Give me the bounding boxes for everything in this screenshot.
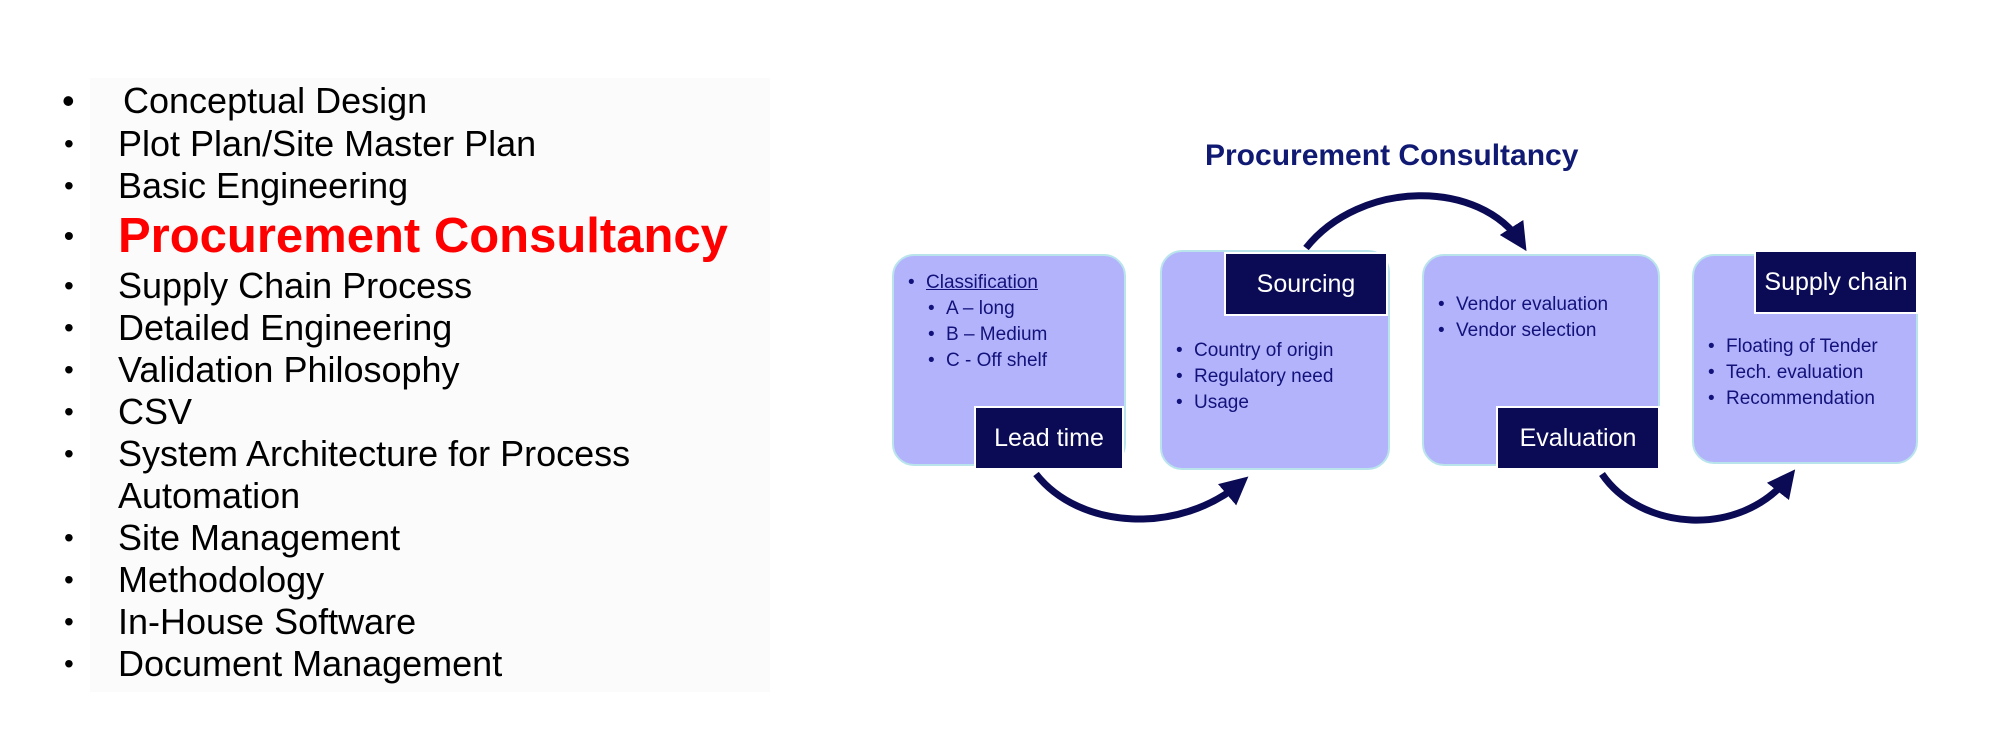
list-item: •Site Management — [64, 517, 401, 558]
list-item: Tech. evaluation — [1708, 360, 1878, 386]
bullet-icon: • — [64, 522, 74, 553]
bullet-icon: • — [64, 170, 74, 201]
list-item: •Supply Chain Process — [64, 265, 473, 306]
stage-items-sourcing: Country of origin Regulatory need Usage — [1176, 338, 1333, 416]
arrow-lead-to-sourcing — [1033, 471, 1249, 523]
list-item: Recommendation — [1708, 386, 1878, 412]
list-item: •Methodology — [64, 559, 325, 600]
list-item: Usage — [1176, 390, 1333, 416]
bullet-icon: • — [64, 312, 74, 343]
list-item: •Document Management — [64, 643, 503, 684]
list-item: •Plot Plan/Site Master Plan — [64, 123, 537, 164]
services-list: •Conceptual Design •Plot Plan/Site Maste… — [60, 80, 728, 685]
list-item: C - Off shelf — [928, 348, 1047, 374]
list-item: Regulatory need — [1176, 364, 1333, 390]
list-item: Classification — [908, 270, 1047, 296]
stage-tag-sourcing: Sourcing — [1224, 252, 1388, 316]
bullet-icon: • — [64, 128, 74, 159]
list-item: A – long — [928, 296, 1047, 322]
list-item: •Basic Engineering — [64, 165, 409, 206]
bullet-icon: • — [64, 220, 74, 251]
bullet-icon: • — [64, 648, 74, 679]
list-item: Floating of Tender — [1708, 334, 1878, 360]
bullet-icon: • — [64, 396, 74, 427]
list-item-highlighted: •Procurement Consultancy — [64, 209, 728, 263]
stage-tag-evaluation: Evaluation — [1496, 406, 1660, 470]
list-item: Vendor selection — [1438, 318, 1608, 344]
stage-tag-lead-time: Lead time — [974, 406, 1124, 470]
list-item: •Conceptual Design — [62, 80, 428, 121]
list-item: •In-House Software — [64, 601, 417, 642]
list-item: •Detailed Engineering — [64, 307, 453, 348]
bullet-icon: • — [64, 354, 74, 385]
list-item: •Validation Philosophy — [64, 349, 460, 390]
bullet-icon: • — [64, 606, 74, 637]
bullet-icon: • — [64, 270, 74, 301]
bullet-icon: • — [64, 438, 74, 469]
services-panel — [90, 78, 770, 692]
list-item: Country of origin — [1176, 338, 1333, 364]
list-item: B – Medium — [928, 322, 1047, 348]
bullet-icon: • — [64, 564, 74, 595]
stage-items-lead-time: Classification A – long B – Medium C - O… — [908, 270, 1047, 374]
arrow-evaluation-to-supply — [1599, 469, 1796, 524]
bullet-icon: • — [62, 80, 75, 121]
list-item: Vendor evaluation — [1438, 292, 1608, 318]
arrow-sourcing-to-evaluation — [1303, 192, 1527, 252]
stage-items-evaluation: Vendor evaluation Vendor selection — [1438, 292, 1608, 344]
stage-tag-supply-chain: Supply chain — [1754, 250, 1918, 314]
stage-items-supply-chain: Floating of Tender Tech. evaluation Reco… — [1708, 334, 1878, 412]
diagram-title: Procurement Consultancy — [1205, 139, 1579, 172]
list-item: •CSV — [64, 391, 193, 432]
